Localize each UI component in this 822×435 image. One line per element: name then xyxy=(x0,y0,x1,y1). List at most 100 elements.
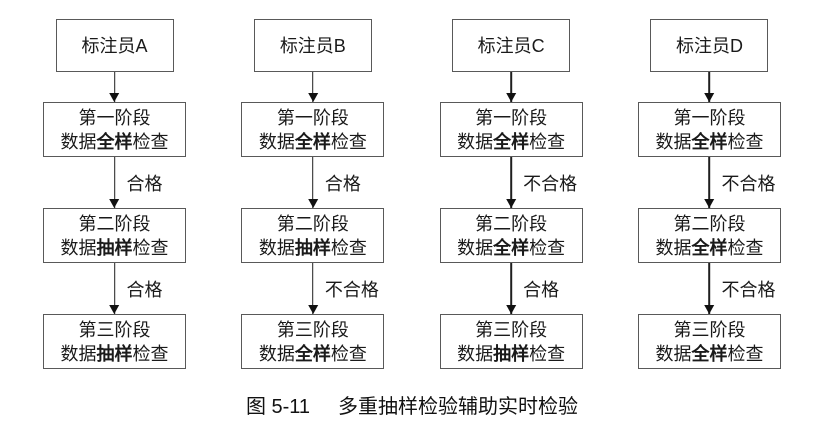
stage-desc-bold: 全样 xyxy=(691,237,728,258)
arrow-edge xyxy=(241,72,384,102)
edge-label: 不合格 xyxy=(721,279,776,300)
stage-desc-post: 检查 xyxy=(132,343,169,364)
stage-description: 数据全样检查 xyxy=(61,130,169,154)
stage-desc-bold: 全样 xyxy=(493,237,530,258)
figure-caption: 图 5-11 多重抽样检验辅助实时检验 xyxy=(43,390,781,419)
arrow-down-icon xyxy=(708,72,711,102)
stage-title: 第二阶段 xyxy=(276,213,349,234)
stage-box: 第一阶段 数据全样检查 xyxy=(241,102,385,157)
stage-title: 第三阶段 xyxy=(475,319,548,340)
stage-desc-pre: 数据 xyxy=(60,131,97,152)
figure-title: 多重抽样检验辅助实时检验 xyxy=(338,396,579,418)
edge-label: 合格 xyxy=(523,279,560,300)
edge-label: 不合格 xyxy=(324,279,379,300)
stage-box: 第一阶段 数据全样检查 xyxy=(439,102,583,157)
stage-box: 第二阶段 数据抽样检查 xyxy=(43,208,186,263)
stage-title: 第三阶段 xyxy=(78,319,151,340)
stage-title: 第一阶段 xyxy=(673,107,746,128)
stage-desc-bold: 全样 xyxy=(691,131,728,152)
arrow-edge xyxy=(43,72,186,102)
stage-description: 数据全样检查 xyxy=(457,130,565,154)
stage-desc-post: 检查 xyxy=(727,343,764,364)
stage-description: 数据全样检查 xyxy=(259,342,367,366)
stage-desc-post: 检查 xyxy=(132,237,169,258)
stage-desc-post: 检查 xyxy=(330,343,367,364)
figure-number: 图 5-11 xyxy=(245,396,311,418)
stage-box: 第二阶段 数据全样检查 xyxy=(637,208,781,263)
annotator-box: 标注员B xyxy=(253,19,372,72)
stage-description: 数据抽样检查 xyxy=(61,342,169,366)
arrow-edge xyxy=(638,72,781,102)
stage-description: 数据全样检查 xyxy=(655,130,763,154)
annotator-label: 标注员A xyxy=(81,35,148,56)
arrow-edge: 不合格 xyxy=(440,157,583,208)
stage-box: 第三阶段 数据抽样检查 xyxy=(43,314,186,369)
stage-description: 数据全样检查 xyxy=(259,130,367,154)
stage-title: 第一阶段 xyxy=(276,107,349,128)
arrow-down-icon xyxy=(708,263,711,314)
flow-columns: 标注员A 第一阶段 数据全样检查 合格 第二阶段 数据抽样检查 合格 xyxy=(43,19,781,369)
stage-description: 数据抽样检查 xyxy=(457,342,565,366)
stage-description: 数据全样检查 xyxy=(457,236,565,260)
stage-desc-pre: 数据 xyxy=(258,131,295,152)
stage-desc-pre: 数据 xyxy=(258,343,295,364)
stage-desc-pre: 数据 xyxy=(457,131,494,152)
arrow-edge: 不合格 xyxy=(638,157,781,208)
stage-title: 第三阶段 xyxy=(276,319,349,340)
stage-desc-pre: 数据 xyxy=(457,343,494,364)
stage-desc-post: 检查 xyxy=(727,237,764,258)
stage-desc-post: 检查 xyxy=(330,237,367,258)
stage-desc-pre: 数据 xyxy=(60,237,97,258)
stage-description: 数据全样检查 xyxy=(655,342,763,366)
arrow-down-icon xyxy=(312,157,314,208)
arrow-down-icon xyxy=(510,157,512,208)
arrow-edge: 合格 xyxy=(43,263,186,314)
edge-label: 不合格 xyxy=(721,173,776,194)
annotator-label: 标注员B xyxy=(279,35,346,56)
arrow-edge xyxy=(440,72,583,102)
stage-desc-pre: 数据 xyxy=(60,343,97,364)
annotator-box: 标注员C xyxy=(452,19,571,72)
stage-desc-bold: 全样 xyxy=(294,343,331,364)
arrow-edge: 不合格 xyxy=(241,263,384,314)
arrow-down-icon xyxy=(312,263,314,314)
stage-box: 第二阶段 数据全样检查 xyxy=(439,208,583,263)
stage-title: 第二阶段 xyxy=(78,213,151,234)
edge-label: 合格 xyxy=(126,279,163,300)
stage-description: 数据抽样检查 xyxy=(61,236,169,260)
annotator-box: 标注员D xyxy=(650,19,769,72)
stage-desc-post: 检查 xyxy=(132,131,169,152)
stage-desc-bold: 抽样 xyxy=(96,343,133,364)
stage-box: 第三阶段 数据抽样检查 xyxy=(439,314,583,369)
stage-title: 第一阶段 xyxy=(78,107,151,128)
stage-desc-bold: 抽样 xyxy=(294,237,331,258)
flow-column-b: 标注员B 第一阶段 数据全样检查 合格 第二阶段 数据抽样检查 不合格 xyxy=(241,19,385,369)
stage-desc-bold: 全样 xyxy=(493,131,530,152)
stage-box: 第二阶段 数据抽样检查 xyxy=(241,208,385,263)
stage-title: 第二阶段 xyxy=(673,213,746,234)
stage-box: 第一阶段 数据全样检查 xyxy=(43,102,186,157)
stage-desc-post: 检查 xyxy=(529,343,566,364)
flow-column-a: 标注员A 第一阶段 数据全样检查 合格 第二阶段 数据抽样检查 合格 xyxy=(43,19,186,369)
arrow-down-icon xyxy=(708,157,711,208)
arrow-edge: 合格 xyxy=(43,157,186,208)
stage-desc-pre: 数据 xyxy=(258,237,295,258)
flowchart-diagram: 标注员A 第一阶段 数据全样检查 合格 第二阶段 数据抽样检查 合格 xyxy=(0,0,822,419)
stage-desc-bold: 全样 xyxy=(96,131,133,152)
stage-title: 第二阶段 xyxy=(475,213,548,234)
stage-desc-post: 检查 xyxy=(529,237,566,258)
stage-desc-bold: 全样 xyxy=(294,131,331,152)
annotator-label: 标注员D xyxy=(675,35,743,56)
stage-title: 第一阶段 xyxy=(475,107,548,128)
stage-desc-bold: 抽样 xyxy=(493,343,530,364)
stage-desc-pre: 数据 xyxy=(655,343,692,364)
arrow-down-icon xyxy=(312,72,314,102)
stage-box: 第三阶段 数据全样检查 xyxy=(637,314,781,369)
stage-desc-pre: 数据 xyxy=(457,237,494,258)
edge-label: 合格 xyxy=(324,173,361,194)
stage-desc-post: 检查 xyxy=(330,131,367,152)
annotator-box: 标注员A xyxy=(55,19,174,72)
arrow-down-icon xyxy=(113,72,116,102)
stage-desc-bold: 全样 xyxy=(691,343,728,364)
arrow-edge: 合格 xyxy=(241,157,384,208)
